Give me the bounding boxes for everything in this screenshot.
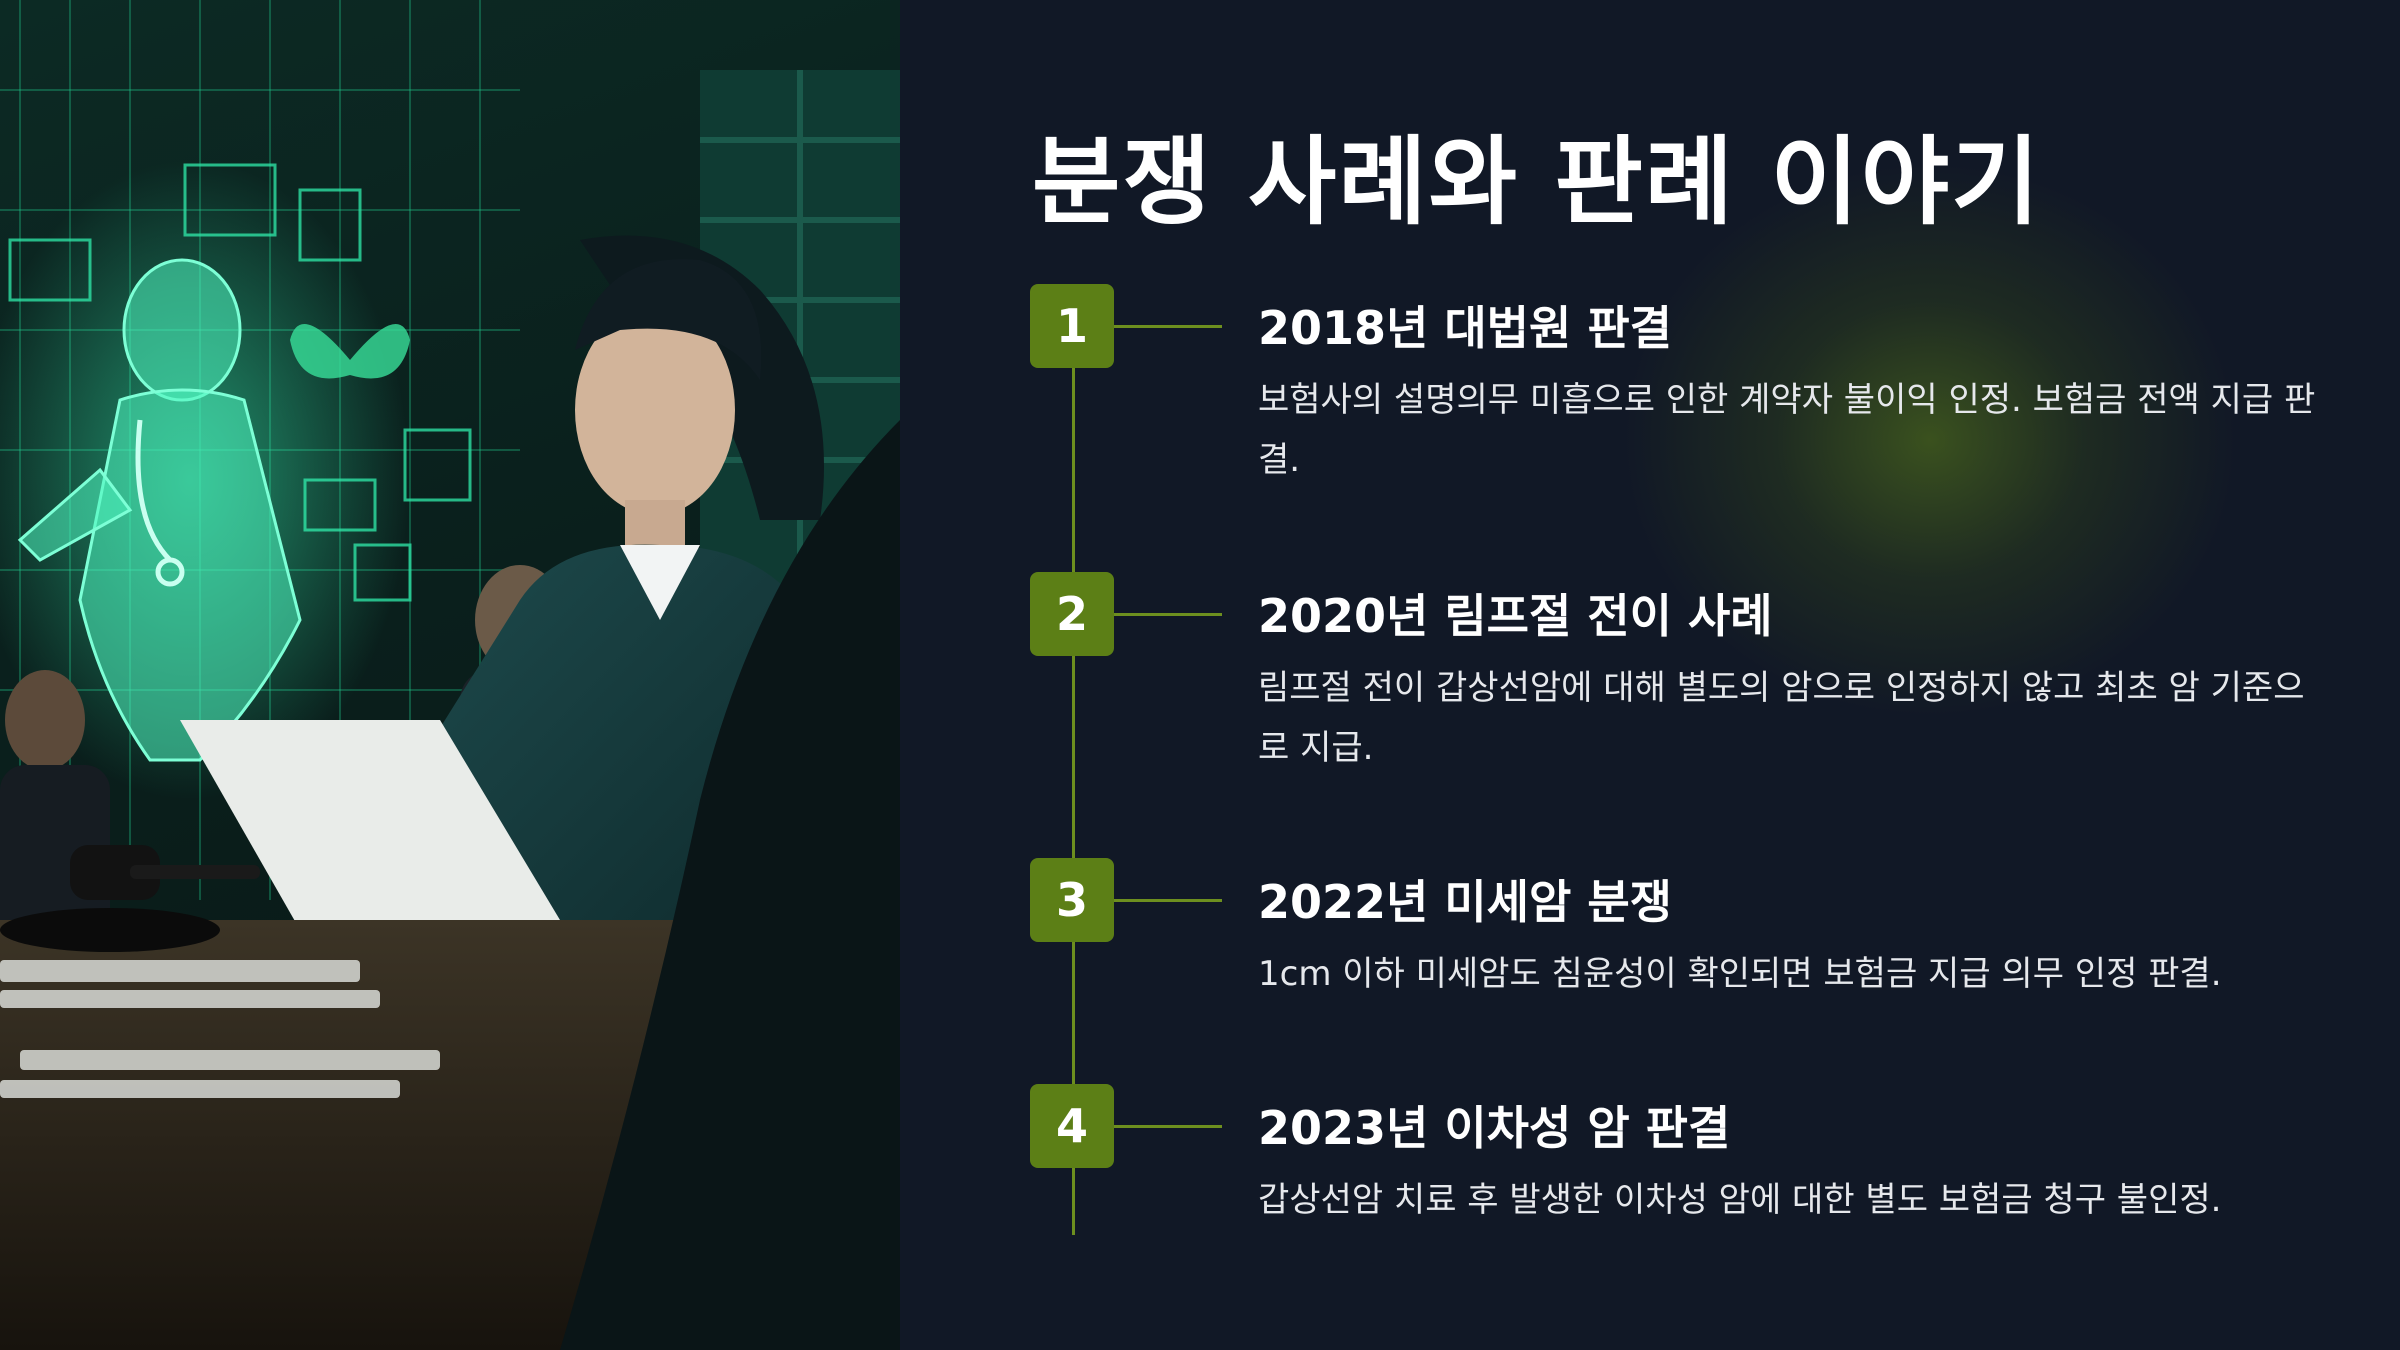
page-title: 분쟁 사례와 판례 이야기 [1032,126,2042,238]
courtroom-illustration [0,0,900,1350]
timeline-line [1072,330,1075,1235]
timeline-connector [1114,325,1222,328]
hologram-figure [17,258,302,762]
gavel [0,845,260,952]
timeline-connector [1114,899,1222,902]
timeline-item-description: 갑상선암 치료 후 발생한 이차성 암에 대한 별도 보험금 청구 불인정. [1258,1180,2222,1220]
timeline-item-title: 2018년 대법원 판결 [1258,301,1672,355]
illustration-svg [0,0,900,1350]
paper [180,720,560,930]
timeline-connector [1114,1125,1222,1128]
step-number-badge: 3 [1030,858,1114,942]
step-number-badge: 2 [1030,572,1114,656]
timeline-item-title: 2020년 림프절 전이 사례 [1258,589,1773,643]
timeline-item-description: 1cm 이하 미세암도 침윤성이 확인되면 보험금 지급 의무 인정 판결. [1258,954,2222,994]
step-number-badge: 4 [1030,1084,1114,1168]
foreground-silhouette [560,420,900,1350]
timeline-connector [1114,613,1222,616]
timeline-item-title: 2023년 이차성 암 판결 [1258,1101,1731,1155]
timeline-item-description: 보험사의 설명의무 미흡으로 인한 계약자 불이익 인정. 보험금 전액 지급 … [1258,380,2316,480]
timeline-item-title: 2022년 미세암 분쟁 [1258,875,1672,929]
step-number-badge: 1 [1030,284,1114,368]
timeline-item-description: 림프절 전이 갑상선암에 대해 별도의 암으로 인정하지 않고 최초 암 기준으… [1258,668,2305,768]
